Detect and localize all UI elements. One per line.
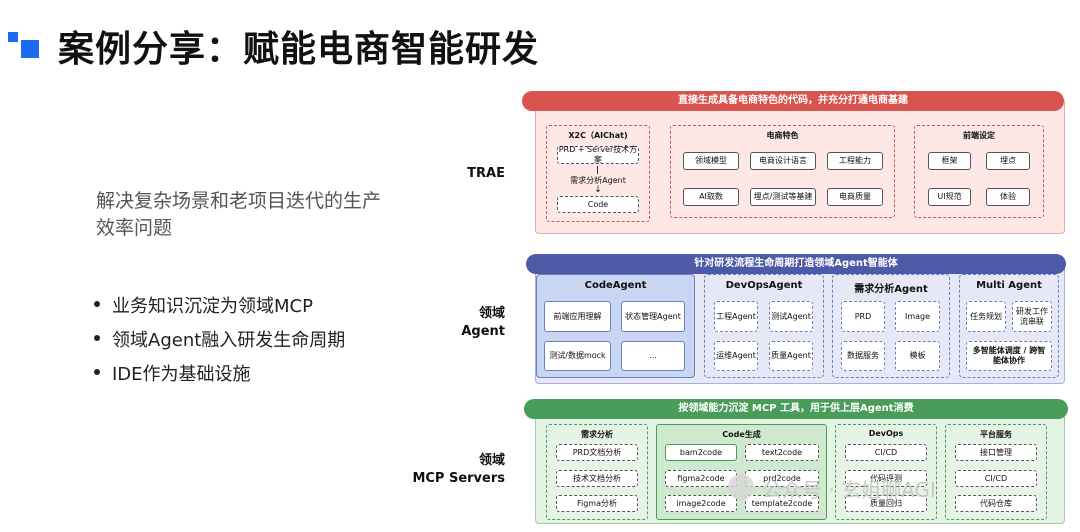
ec-item: AI取数: [683, 188, 739, 206]
mcp-devops-group: [835, 424, 937, 520]
devopsagent-header: DevOpsAgent: [725, 280, 803, 291]
wechat-icon: [728, 474, 754, 500]
mcp-platform-header: 平台服务: [980, 430, 1012, 439]
ec-item: 电商质量: [827, 188, 883, 206]
row-label-agent: 领域 Agent: [420, 305, 505, 341]
x2c-group: [546, 125, 650, 222]
devopsagent-item: 测试Agent: [769, 301, 813, 332]
reqagent-item: 数据服务: [841, 341, 885, 371]
row-label-trae: TRAE: [467, 166, 505, 181]
mcp-devops-item: 代码评测: [845, 470, 927, 487]
devopsagent-card: [704, 274, 824, 378]
mcp-code-item: bam2code: [665, 444, 737, 461]
mcp-code-item: figma2code: [665, 470, 737, 487]
mcp-platform-item: CI/CD: [955, 470, 1037, 487]
mcp-banner: 按领域能力沉淀 MCP 工具，用于供上层Agent消费: [524, 399, 1068, 419]
mcp-req-item: Figma分析: [556, 495, 638, 512]
multiagent-item: 任务规划: [966, 301, 1006, 332]
reqagent-card: [832, 274, 950, 378]
trae-banner: 直接生成具备电商特色的代码，并充分打通电商基建: [522, 91, 1064, 111]
mcp-code-item: image2code: [665, 495, 737, 512]
bullet-dot-icon: [94, 369, 100, 375]
bullet-item: 业务知识沉淀为领域MCP: [94, 292, 313, 318]
watermark-text: 公众号 · 玄姐聊AGI: [762, 478, 936, 502]
bullet-text: IDE作为基础设施: [112, 364, 251, 385]
bullet-item: 领域Agent融入研发生命周期: [94, 326, 345, 352]
page-title: 案例分享：赋能电商智能研发: [58, 29, 540, 70]
row-label-line: 领域: [478, 453, 505, 468]
reqagent-header: 需求分析Agent: [854, 284, 928, 295]
mcp-devops-item: 质量回归: [845, 495, 927, 512]
ec-item: 电商设计语言: [750, 152, 816, 170]
x2c-prd-box: PRD + Server技术方案: [557, 145, 639, 164]
devopsagent-item: 运维Agent: [714, 341, 758, 371]
fe-group: [914, 125, 1044, 218]
fe-item: 框架: [928, 152, 971, 170]
x2c-code-box: Code: [557, 196, 639, 213]
mcp-platform-item: 接口管理: [955, 444, 1037, 461]
ec-item: 埋点/测试等基建: [750, 188, 816, 206]
mcp-code-item: prd2code: [745, 470, 819, 487]
mcp-req-item: 技术文档分析: [556, 470, 638, 487]
mcp-platform-item: 代码仓库: [955, 495, 1037, 512]
reqagent-item: PRD: [841, 301, 885, 332]
codeagent-item: 测试/数据mock: [544, 341, 611, 371]
multiagent-item: 多智能体调度 / 跨智能体协作: [966, 341, 1052, 371]
mcp-req-header: 需求分析: [581, 430, 613, 439]
bullet-dot-icon: [94, 301, 100, 307]
mcp-platform-group: [945, 424, 1047, 520]
devopsagent-item: 工程Agent: [714, 301, 758, 332]
bullet-text: 业务知识沉淀为领域MCP: [112, 296, 313, 317]
codeagent-header: CodeAgent: [584, 280, 647, 291]
multiagent-card: [959, 274, 1059, 378]
intro-text: 解决复杂场景和老项目迭代的生产效率问题: [96, 190, 382, 239]
fe-item: 埋点: [986, 152, 1030, 170]
row-label-mcp: 领域 MCP Servers: [400, 452, 505, 488]
reqagent-item: 模板: [895, 341, 940, 371]
bullet-item: IDE作为基础设施: [94, 360, 251, 386]
mcp-code-item: template2code: [745, 495, 819, 512]
codeagent-item: 状态管理Agent: [621, 301, 685, 332]
ec-header: 电商特色: [766, 131, 799, 140]
fe-item: 体验: [986, 188, 1030, 206]
bullet-text: 领域Agent融入研发生命周期: [112, 330, 346, 351]
mcp-devops-header: DevOps: [868, 429, 904, 438]
codeagent-item: 前端应用理解: [544, 301, 611, 332]
ec-item: 领域模型: [683, 152, 739, 170]
flow-line: [597, 166, 598, 174]
arrow-down-icon: ↓: [594, 185, 602, 195]
mcp-devops-item: CI/CD: [845, 444, 927, 461]
fe-header: 前端设定: [963, 131, 995, 140]
ec-item: 工程能力: [827, 152, 883, 170]
fe-item: UI规范: [928, 188, 971, 206]
brand-logo-large-square: [21, 40, 39, 58]
x2c-header: X2C（AIChat): [568, 131, 628, 140]
mcp-code-header: Code生成: [722, 430, 761, 439]
bullet-dot-icon: [94, 335, 100, 341]
mcp-code-item: text2code: [745, 444, 819, 461]
x2c-step-label: 需求分析Agent: [570, 176, 626, 185]
codeagent-item: ...: [621, 341, 685, 371]
multiagent-item: 研发工作流串联: [1012, 301, 1052, 332]
agent-banner: 针对研发流程生命周期打造领域Agent智能体: [526, 254, 1066, 274]
mcp-req-group: [546, 424, 648, 520]
reqagent-item: Image: [895, 301, 940, 332]
mcp-req-item: PRD文档分析: [556, 444, 638, 461]
devopsagent-item: 质量Agent: [769, 341, 813, 371]
row-label-line: MCP Servers: [412, 471, 505, 486]
row-label-line: 领域: [478, 306, 505, 321]
multiagent-header: Multi Agent: [976, 280, 1042, 291]
brand-logo-small-square: [8, 32, 18, 42]
row-label-line: Agent: [461, 324, 505, 339]
ec-group: [670, 125, 895, 218]
